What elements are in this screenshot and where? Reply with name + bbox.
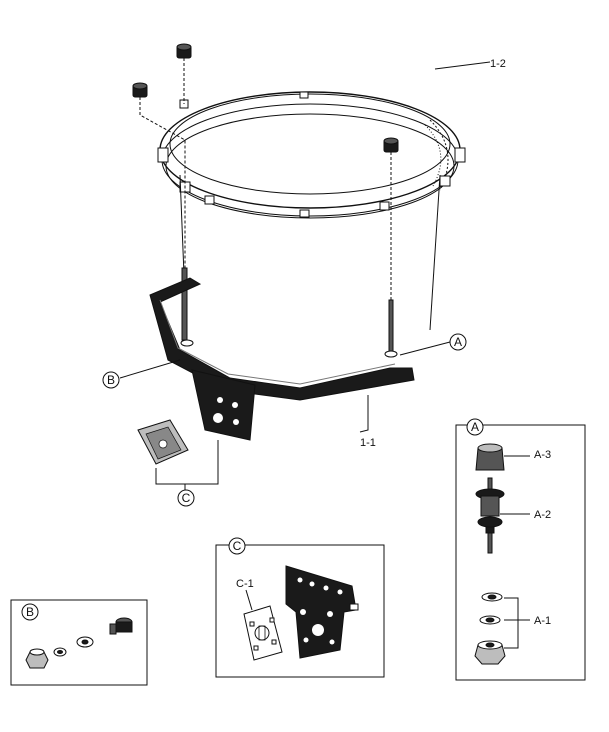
leader-c [155, 440, 219, 485]
callout-b-main: B [102, 371, 120, 389]
label-a2: A-2 [534, 509, 551, 521]
part-b-stud [109, 617, 133, 635]
part-a1-washer-mid [479, 615, 501, 625]
pad-main [137, 419, 189, 465]
cap-right [383, 137, 399, 153]
part-a1-nut [474, 640, 506, 665]
cap-left-top [176, 43, 192, 59]
callout-a-main: A [449, 333, 467, 351]
suspension-rod-left [181, 267, 188, 341]
box-a-header: A [471, 420, 479, 434]
part-a2-rod [475, 477, 505, 554]
part-b-washer-2 [76, 636, 94, 648]
base-bracket [149, 277, 415, 441]
suspension-rod-right [388, 299, 394, 353]
tub-side-right [429, 174, 441, 331]
label-1-1: 1-1 [360, 437, 376, 449]
callout-c-main: C [177, 489, 195, 507]
part-a1-washer-top [481, 592, 503, 602]
box-b-header: B [26, 605, 34, 619]
callout-a-text: A [454, 335, 462, 349]
tub-ring [157, 91, 466, 219]
leader-1-1 [359, 395, 369, 433]
box-c-header: C [233, 539, 242, 553]
part-c-bracket [285, 565, 359, 659]
label-c1: C-1 [236, 578, 254, 590]
part-a3-cap [475, 443, 505, 471]
label-1-2: 1-2 [490, 58, 506, 70]
part-b-washer-1 [53, 647, 67, 657]
detail-box-c: C C-1 [215, 537, 385, 678]
leader-b [119, 359, 181, 379]
detail-box-b: B [10, 599, 148, 686]
label-a3: A-3 [534, 449, 551, 461]
callout-c-text: C [182, 491, 191, 505]
part-c1-pad [243, 605, 283, 661]
leader-1-2 [434, 61, 491, 70]
leader-a [399, 341, 451, 356]
callout-b-text: B [107, 373, 115, 387]
cap-left-mid [132, 82, 148, 98]
detail-box-a: A A-3 A-2 [455, 418, 586, 681]
part-b-nut [25, 648, 49, 669]
label-a1: A-1 [534, 615, 551, 627]
